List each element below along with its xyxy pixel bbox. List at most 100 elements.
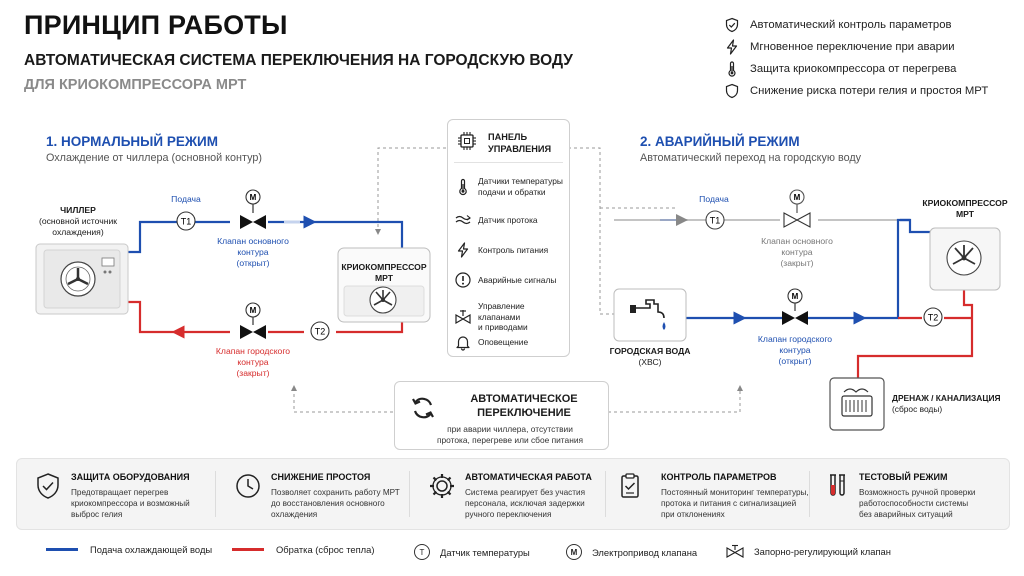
benefits-bar: ЗАЩИТА ОБОРУДОВАНИЯ Предотвращает перегр… (16, 458, 1010, 530)
valve-label-line: Клапан основного (761, 236, 833, 246)
benefit-title: ЗАЩИТА ОБОРУДОВАНИЯ (71, 472, 190, 482)
drain-label-line: ДРЕНАЖ / КАНАЛИЗАЦИЯ (892, 393, 1001, 403)
emergency-return-pipe (856, 290, 974, 378)
feature-list: Автоматический контроль параметров Мгнов… (724, 14, 1020, 102)
benefit-title: ТЕСТОВЫЙ РЕЖИМ (859, 472, 948, 482)
motor-label: M (250, 193, 257, 202)
city-water-label-line: ГОРОДСКАЯ ВОДА (609, 346, 691, 356)
chiller-label: ЧИЛЛЕР (основной источник охлаждения) (26, 205, 130, 238)
page-subtitle-secondary: ДЛЯ КРИОКОМПРЕССОРА МРТ (24, 77, 247, 93)
benefit-text-line: без аварийных ситуаций (859, 510, 953, 519)
valve-main-normal: M (240, 189, 266, 229)
panel-item: Датчик протока (454, 211, 538, 229)
legend-supply-swatch (46, 548, 78, 551)
benefit-title: АВТОМАТИЧЕСКАЯ РАБОТА (465, 472, 592, 482)
feature-item: Защита криокомпрессора от перегрева (724, 58, 1020, 80)
supply-label-normal: Подача (171, 194, 201, 204)
flow-icon (455, 215, 471, 225)
benefit-text-line: при отклонениях (661, 510, 725, 519)
panel-item: Аварийные сигналы (454, 271, 556, 289)
legend-return-label: Обратка (сброс тепла) (276, 544, 375, 555)
legend-sensor-label: Датчик температуры (440, 546, 530, 558)
cryo-label-line: МРТ (374, 273, 394, 283)
lightning-icon (457, 242, 469, 258)
supply-label-emergency: Подача (699, 194, 729, 204)
panel-title: ПАНЕЛЬ УПРАВЛЕНИЯ (488, 131, 551, 155)
cryo-label-line: КРИОКОМПРЕССОР (922, 198, 1008, 208)
benefit-card: ТЕСТОВЫЙ РЕЖИМ Возможность ручной провер… (811, 459, 1007, 529)
valve-main-normal-label: Клапан основного контура (открыт) (206, 236, 300, 269)
valve-icon (726, 544, 744, 558)
drain-label-line: (сброс воды) (892, 404, 943, 414)
cryocompressor-normal (337, 247, 431, 323)
auto-switch-text: при аварии чиллера, отсутствии протока, … (415, 424, 605, 446)
thermometer-icon (459, 178, 467, 195)
panel-title-line: УПРАВЛЕНИЯ (488, 144, 552, 154)
normal-mode-subtitle: Охлаждение от чиллера (основной контур) (46, 152, 262, 164)
benefit-text-line: протока и питания с сигнализацией (661, 499, 797, 508)
valve-label-line: Клапан основного (217, 236, 289, 246)
normal-mode-title: 1. НОРМАЛЬНЫЙ РЕЖИМ (46, 134, 218, 149)
legend-sensor: T Датчик температуры (414, 544, 530, 560)
valve-label-line: (закрыт) (236, 368, 270, 378)
valve-main-emergency: M (783, 189, 811, 228)
sensor-symbol-icon: T (414, 544, 430, 560)
feature-item: Автоматический контроль параметров (724, 14, 1020, 36)
benefit-text: Постоянный мониторинг температуры, прото… (661, 487, 821, 520)
auto-switch-title-line: ПЕРЕКЛЮЧЕНИЕ (477, 407, 571, 419)
legend-return-swatch (232, 548, 264, 551)
valve-label-line: (закрыт) (780, 258, 814, 268)
valve-label-line: контура (781, 247, 813, 257)
feature-item: Снижение риска потери гелия и простоя МР… (724, 80, 1020, 102)
benefit-text-line: Предотвращает перегрев (71, 488, 169, 497)
panel-item-text: подачи и обратки (478, 186, 546, 197)
benefit-text: Возможность ручной проверки работоспособ… (859, 487, 1009, 520)
shield-check-icon (37, 473, 59, 499)
legend-return: Обратка (сброс тепла) (232, 544, 375, 555)
auto-switch-box: АВТОМАТИЧЕСКОЕ ПЕРЕКЛЮЧЕНИЕ при аварии ч… (394, 381, 609, 450)
legend-drive: M Электропривод клапана (566, 544, 697, 560)
benefit-text-line: криокомпрессора и возможный (71, 499, 190, 508)
card-divider (215, 471, 216, 517)
panel-item-text: Управление клапанами (478, 301, 525, 322)
benefit-text: Система реагирует без участия персонала,… (465, 487, 615, 520)
valve-label-line: контура (237, 357, 269, 367)
valve-label-line: контура (237, 247, 269, 257)
valve-city-normal-label: Клапан городского контура (закрыт) (206, 346, 300, 379)
t2-label: T2 (315, 327, 326, 337)
valve-main-emergency-label: Клапан основного контура (закрыт) (750, 236, 844, 269)
cryocompressor-emergency (929, 227, 1001, 291)
valve-label-line: контура (779, 345, 811, 355)
legend-drive-label: Электропривод клапана (592, 546, 698, 558)
panel-item-text: Оповещение (478, 336, 529, 347)
lightning-icon (726, 39, 738, 55)
auto-switch-text-line: при аварии чиллера, отсутствии (447, 424, 573, 434)
drain-unit (829, 377, 885, 431)
legend-supply-label: Подача охлаждающей воды (90, 544, 213, 555)
t2-label: T2 (928, 313, 939, 323)
valve-city-emergency: M (782, 288, 808, 325)
motor-label: M (794, 193, 801, 202)
shield-check-icon (725, 17, 739, 33)
cryo-label-line: КРИОКОМПРЕССОР (341, 262, 427, 272)
chiller-label-line: охлаждения) (52, 227, 104, 237)
feature-item: Мгновенное переключение при аварии (724, 36, 1020, 58)
benefit-text-line: ручного переключения (465, 510, 552, 519)
motor-symbol-icon: M (566, 544, 582, 560)
t2-sensor-normal: T2 (310, 321, 330, 341)
control-signal-lines (291, 147, 743, 413)
card-divider (409, 471, 410, 517)
motor-label: M (250, 306, 257, 315)
cryo-normal-label: КРИОКОМПРЕССОР МРТ (340, 262, 428, 284)
page-title: ПРИНЦИП РАБОТЫ (24, 10, 288, 40)
panel-item: Оповещение (454, 333, 528, 351)
cryo-label-line: МРТ (955, 209, 975, 219)
panel-divider (454, 162, 563, 163)
legend-valve: Запорно-регулирующий клапан (726, 544, 891, 558)
city-water-tap (613, 288, 687, 342)
benefit-title: СНИЖЕНИЕ ПРОСТОЯ (271, 472, 371, 482)
panel-title-line: ПАНЕЛЬ (488, 132, 528, 142)
